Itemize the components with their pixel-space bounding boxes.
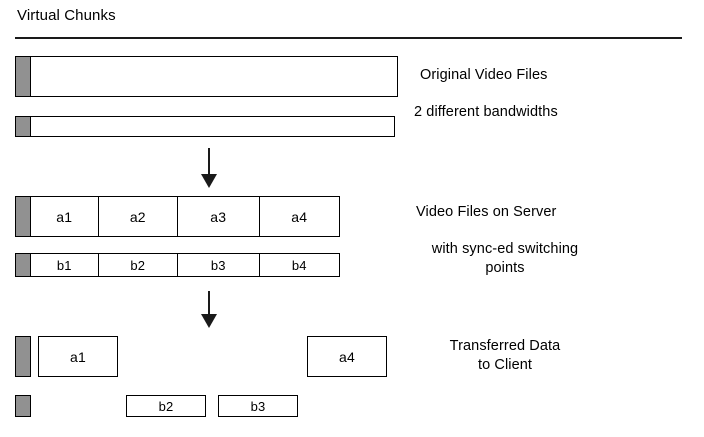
caption-transferred-data-to-client: Transferred Data to Client [449, 338, 561, 373]
stream-marker-original-a [15, 56, 31, 97]
chunk-a1[interactable]: a1 [31, 197, 99, 236]
client-chunk-a1[interactable]: a1 [38, 336, 118, 377]
stream-marker-client-a [15, 336, 31, 377]
arrow-server-to-client [200, 291, 217, 328]
caption-video-files-on-server: Video Files on Server [416, 204, 557, 220]
stream-marker-client-b [15, 395, 31, 417]
title-divider [15, 37, 682, 39]
chunk-b1[interactable]: b1 [31, 254, 99, 276]
server-chunk-row-b: b1 b2 b3 b4 [30, 253, 340, 277]
client-chunk-b3[interactable]: b3 [218, 395, 298, 417]
caption-synced-switching-points: with sync-ed switching points [431, 241, 579, 276]
original-video-bar-a [30, 56, 398, 97]
server-chunk-row-a: a1 a2 a3 a4 [30, 196, 340, 237]
client-chunk-b2[interactable]: b2 [126, 395, 206, 417]
chunk-b3[interactable]: b3 [178, 254, 260, 276]
stream-marker-server-a [15, 196, 31, 237]
stream-marker-server-b [15, 253, 31, 277]
chunk-a2[interactable]: a2 [99, 197, 179, 236]
original-video-bar-b [30, 116, 395, 137]
client-chunk-a4[interactable]: a4 [307, 336, 387, 377]
page-title: Virtual Chunks [17, 7, 116, 24]
stream-marker-original-b [15, 116, 31, 137]
arrow-original-to-server [200, 148, 217, 188]
chunk-b2[interactable]: b2 [99, 254, 179, 276]
caption-two-bandwidths: 2 different bandwidths [414, 104, 558, 120]
caption-original-video-files: Original Video Files [420, 67, 548, 83]
chunk-a4[interactable]: a4 [291, 208, 308, 225]
chunk-b4[interactable]: b4 [291, 257, 307, 273]
chunk-a3[interactable]: a3 [178, 197, 260, 236]
